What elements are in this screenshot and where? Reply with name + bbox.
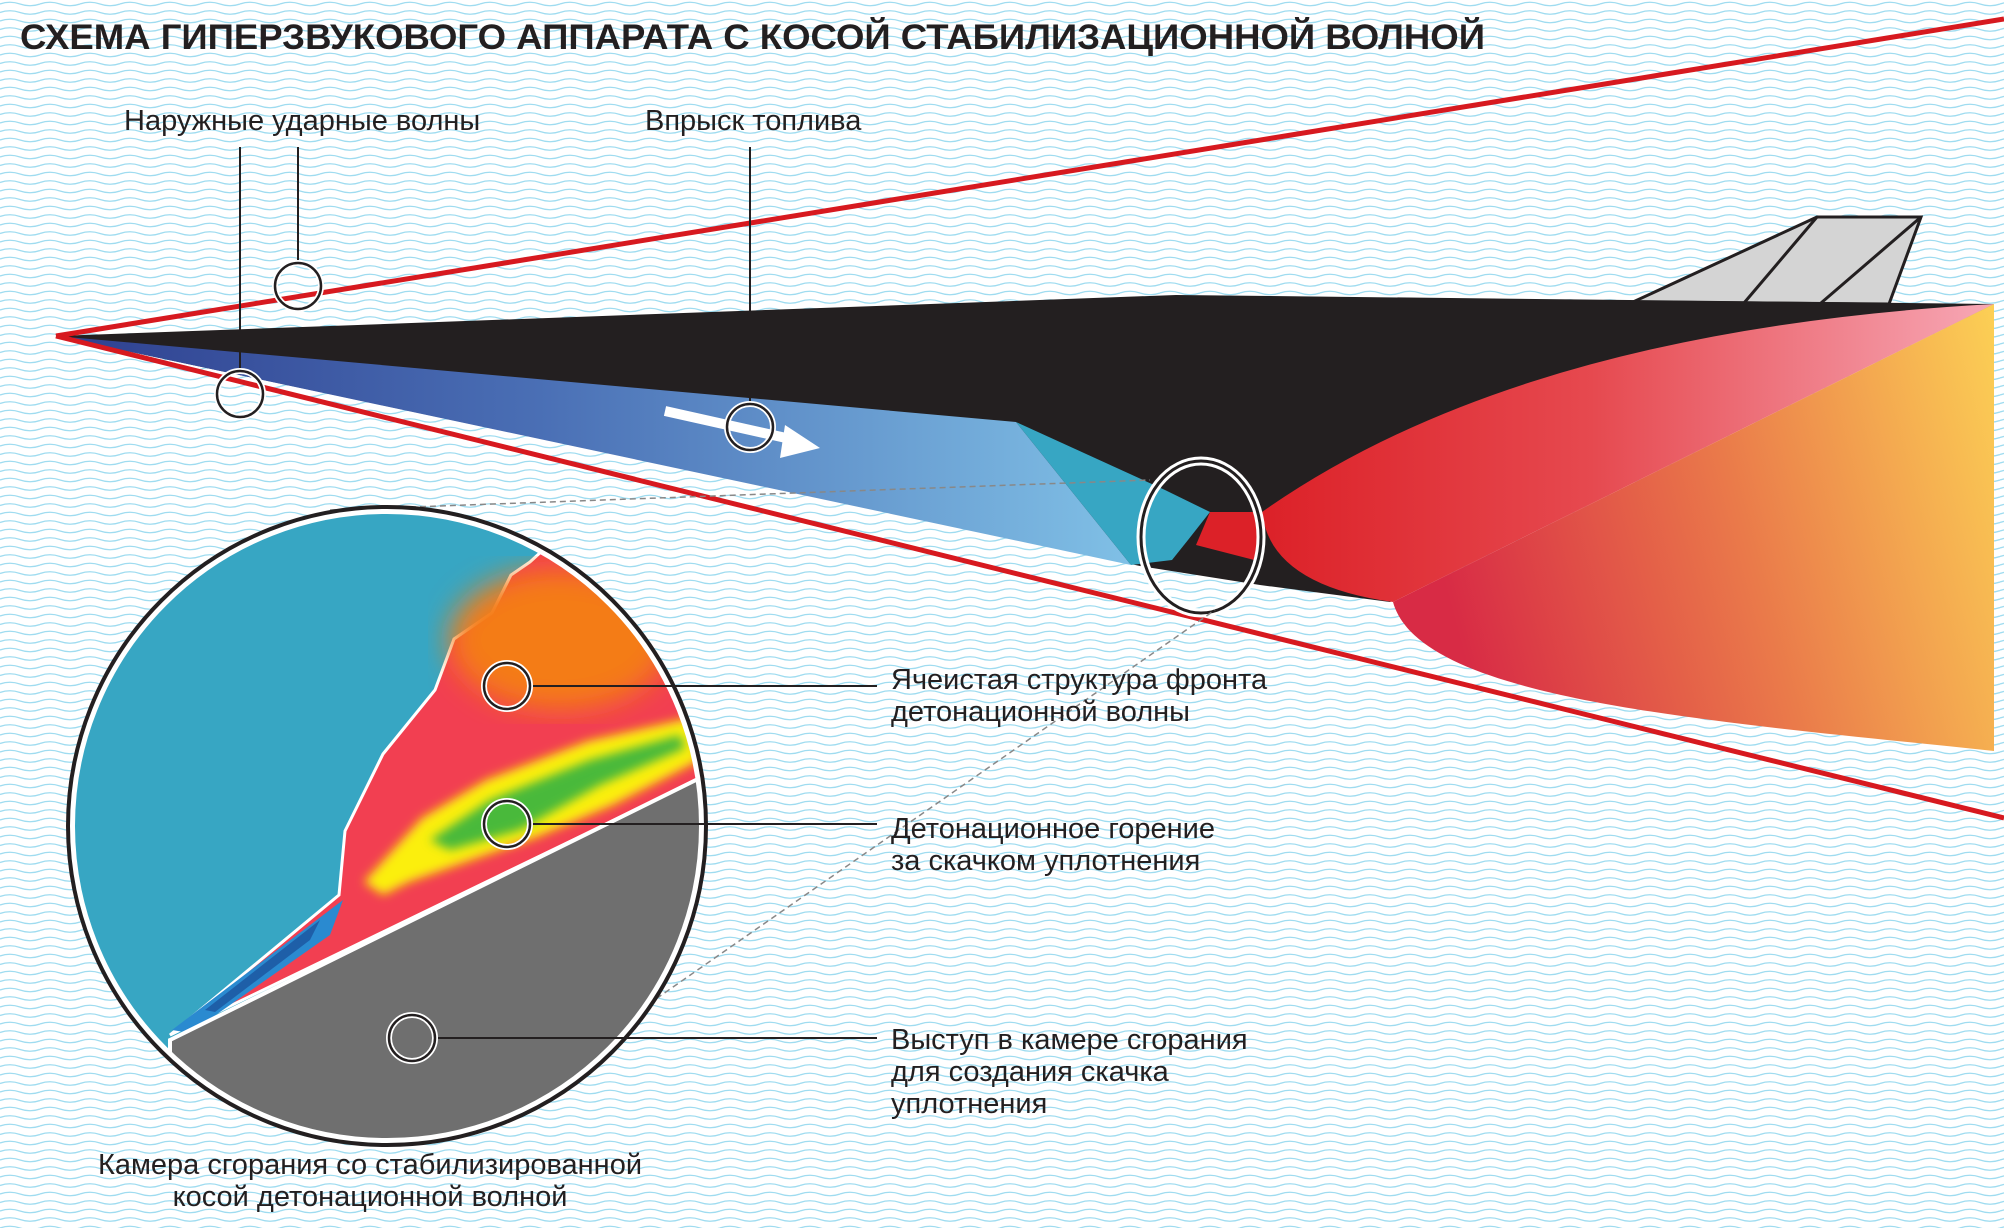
chamber-caption-1: Камера сгорания со стабилизированной <box>98 1149 642 1181</box>
label-outer-shock-waves: Наружные ударные волны <box>124 105 480 137</box>
exhaust-plume-lower <box>1393 304 1994 751</box>
lower-shock-wave <box>55 333 2004 821</box>
compression-ramp <box>1016 422 1210 565</box>
zoom-connector-bottom <box>639 609 1216 1011</box>
callouts <box>239 147 877 1039</box>
label-ledge-3: уплотнения <box>891 1088 1047 1120</box>
label-cell-structure-2: детонационной волны <box>891 696 1190 728</box>
upper-shock-wave <box>55 16 2004 339</box>
label-ledge-2: для создания скачка <box>891 1056 1170 1088</box>
diagram-title: СХЕМА ГИПЕРЗВУКОВОГО АППАРАТА С КОСОЙ СТ… <box>20 17 1485 57</box>
combustion-zone <box>1196 512 1262 562</box>
chamber-caption-2: косой детонационной волной <box>173 1181 568 1213</box>
callout-markers <box>214 260 776 1064</box>
label-fuel-injection: Впрыск топлива <box>645 105 862 137</box>
label-ledge-1: Выступ в камере сгорания <box>891 1024 1248 1056</box>
label-detonation-2: за скачком уплотнения <box>891 845 1200 877</box>
tail-fin <box>1632 215 1924 306</box>
combustion-chamber-magnifier <box>66 505 708 1147</box>
label-cell-structure-1: Ячеистая структура фронта <box>891 664 1268 696</box>
air-intake <box>56 336 1131 565</box>
zoom-connector-top <box>329 479 1151 511</box>
exhaust-plume-upper <box>1262 304 1994 602</box>
label-detonation-1: Детонационное горение <box>891 813 1215 845</box>
